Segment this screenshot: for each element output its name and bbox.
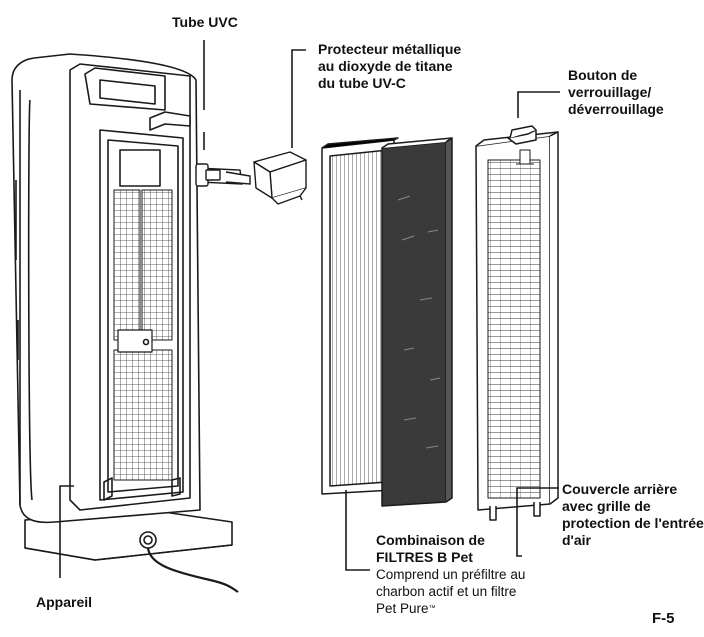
leader-back-cover	[516, 487, 559, 557]
back-cover-illustration	[475, 125, 559, 521]
lock-button-label-line-2: verrouillage/	[568, 84, 652, 100]
back-cover-label-line-4: d'air	[562, 532, 592, 548]
leader-lock-button	[517, 91, 560, 118]
protector-label-line-2: au dioxyde de titane	[318, 58, 453, 74]
back-cover-label: Couvercle arrière avec grille de protect…	[562, 481, 704, 549]
trademark-symbol: ™	[428, 605, 436, 612]
leader-filter-combo	[345, 490, 370, 571]
filter-combo-desc-line-3: Pet Pure™	[376, 600, 525, 617]
lock-button-label-line-1: Bouton de	[568, 67, 638, 83]
filter-combo-desc-line-2: charbon actif et un filtre	[376, 584, 517, 599]
leader-protector	[291, 49, 306, 148]
back-cover-label-line-3: protection de l'entrée	[562, 515, 704, 531]
filter-combo-desc-line-1: Comprend un préfiltre au	[376, 567, 526, 582]
filter-combo-illustration	[321, 137, 453, 507]
unit-illustration	[11, 53, 239, 593]
lock-button-label: Bouton de verrouillage/ déverrouillage	[568, 67, 664, 118]
page-number: F-5	[652, 610, 675, 627]
leader-lines	[59, 40, 560, 578]
back-cover-label-line-1: Couvercle arrière	[562, 481, 678, 497]
lock-button-label-line-3: déverrouillage	[568, 101, 664, 117]
pet-pure-text: Pet Pure	[376, 601, 429, 616]
uv-protector-illustration	[253, 151, 307, 205]
unit-label: Appareil	[36, 594, 93, 610]
filter-combo-label-line-2: FILTRES B Pet	[376, 549, 473, 565]
uv-tube-label: Tube UVC	[172, 14, 238, 30]
uv-tube-illustration	[195, 163, 251, 187]
back-cover-label-line-2: avec grille de	[562, 498, 651, 514]
protector-label-line-1: Protecteur métallique	[318, 41, 462, 57]
protector-label: Protecteur métallique au dioxyde de tita…	[318, 41, 461, 92]
filter-combo-label-line-1: Combinaison de	[376, 532, 485, 548]
protector-label-line-3: du tube UV-C	[318, 75, 406, 91]
filter-combo-label: Combinaison de FILTRES B Pet Comprend un…	[376, 532, 525, 617]
leader-unit	[59, 485, 74, 578]
